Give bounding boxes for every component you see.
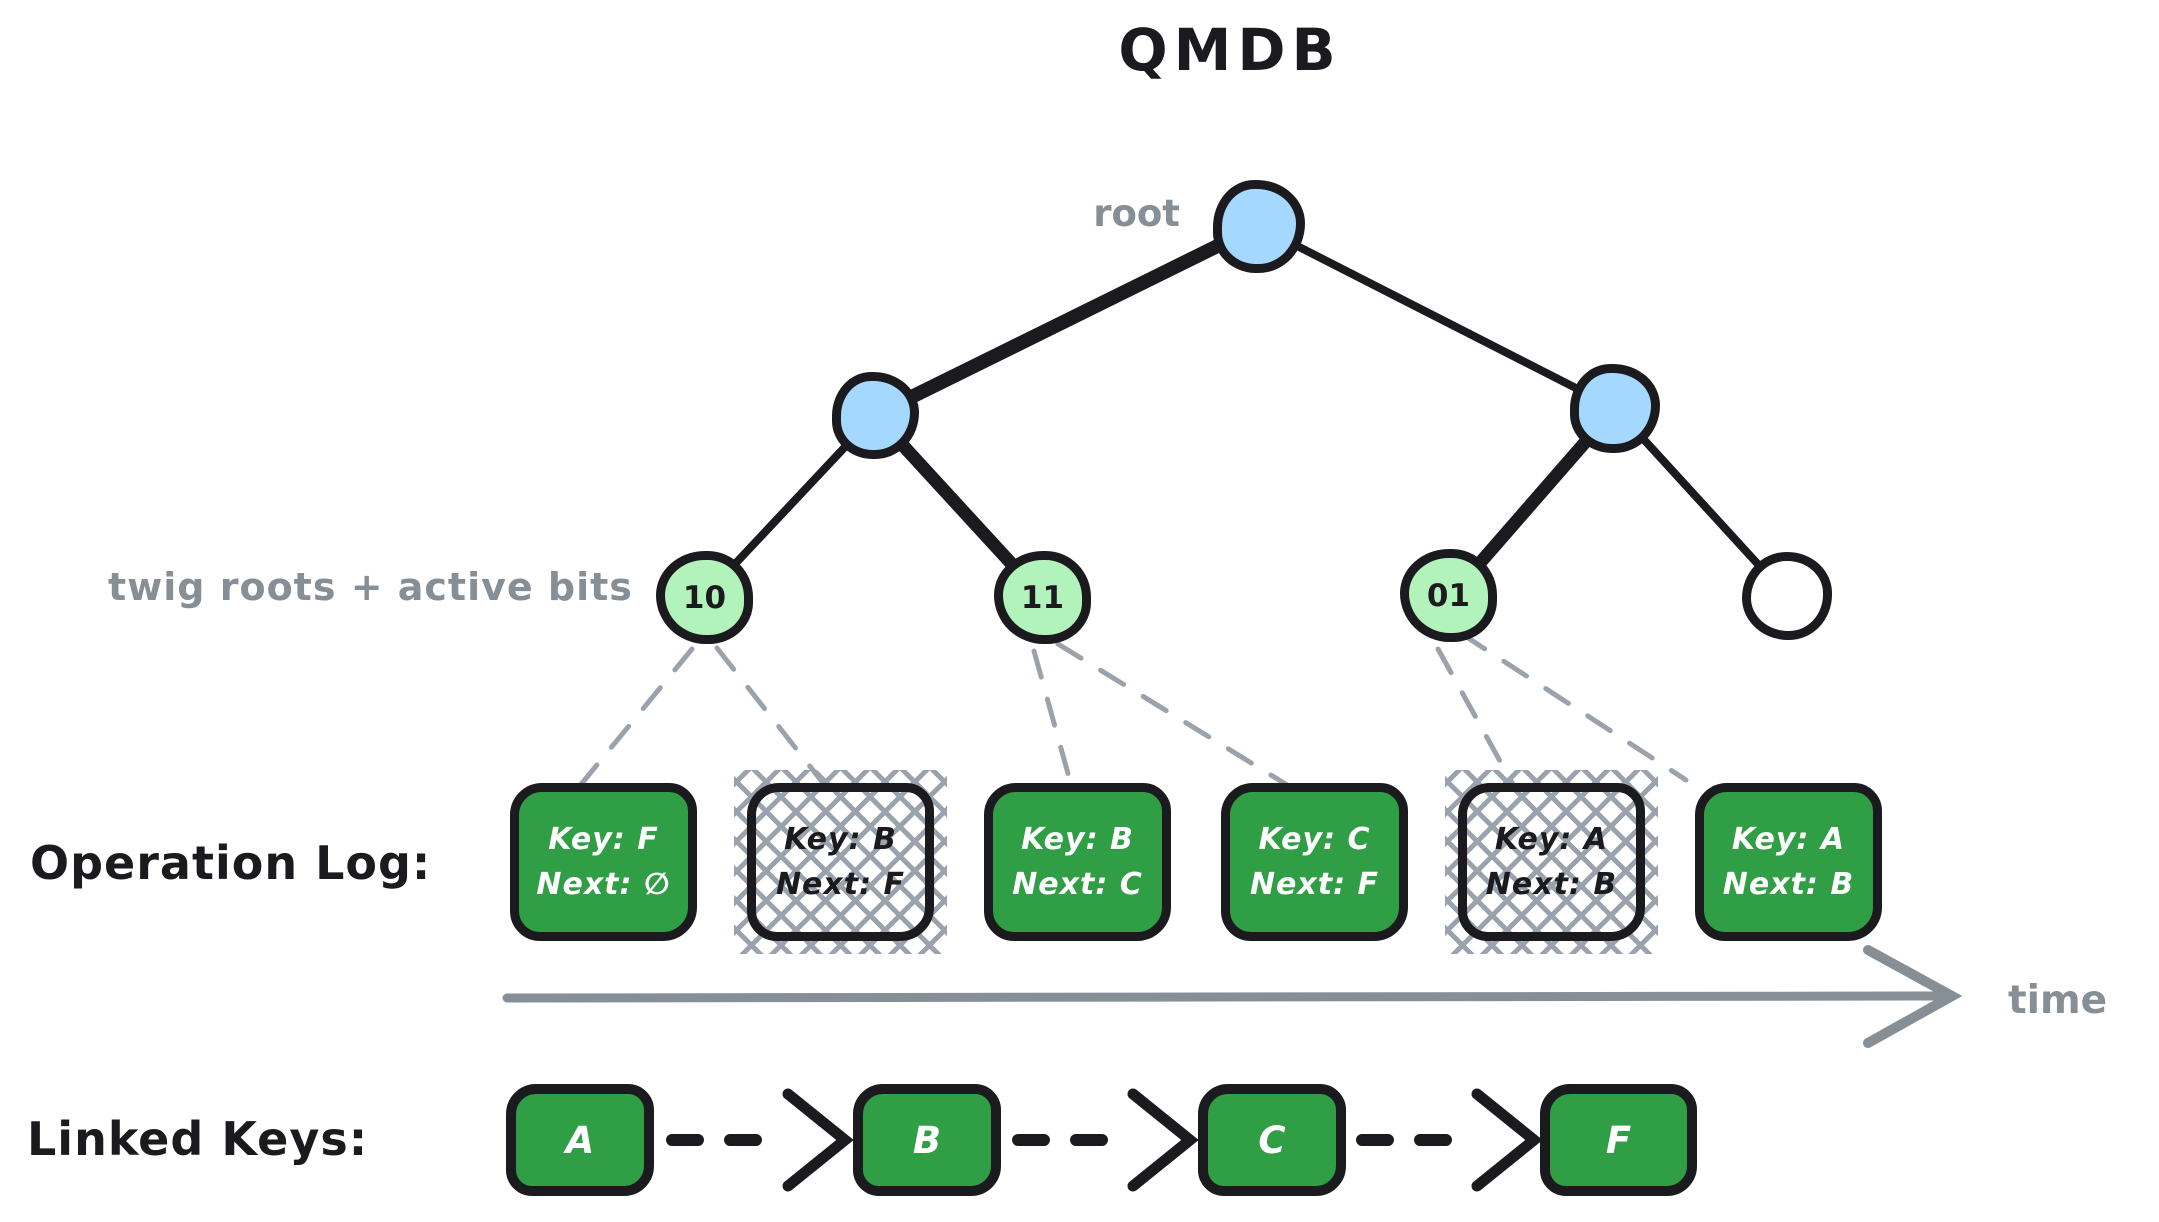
arrow-c-f-head xyxy=(1471,1088,1543,1192)
edge-root-left xyxy=(868,219,1265,422)
op-log-entry-2-key: Key: B xyxy=(784,822,897,857)
op-log-entry-4-key: Key: C xyxy=(1258,822,1371,857)
linked-key-a-label: A xyxy=(565,1118,595,1162)
op-log-entry-6-next: Next: B xyxy=(1722,867,1855,902)
link-01-box5 xyxy=(1435,646,1519,793)
op-log-entry-4-next: Next: F xyxy=(1249,867,1380,902)
root-node-label: root xyxy=(1093,192,1180,235)
linked-key-b: B xyxy=(853,1084,1001,1196)
twig-node-01: 01 xyxy=(1400,549,1497,642)
linked-key-f-label: F xyxy=(1605,1118,1632,1162)
operation-log-label: Operation Log: xyxy=(30,836,432,890)
linked-key-b-label: B xyxy=(912,1118,942,1162)
twig-node-01-label: 01 xyxy=(1426,577,1471,614)
op-log-entry-2-next: Next: F xyxy=(775,867,906,902)
twig-node-10: 10 xyxy=(656,551,753,644)
arrow-a-b-head xyxy=(782,1088,854,1192)
op-log-entry-1-key: Key: F xyxy=(548,822,659,857)
link-10-box1 xyxy=(575,646,695,791)
twig-node-11-label: 11 xyxy=(1020,579,1065,616)
op-log-entry-6-frame xyxy=(1695,783,1882,941)
internal-node-right xyxy=(1570,364,1660,453)
op-log-entry-4-frame xyxy=(1221,783,1408,941)
root-node xyxy=(1213,180,1305,273)
op-log-entry-6-key: Key: A xyxy=(1731,822,1846,857)
op-log-entry-2-frame xyxy=(747,783,934,941)
linked-key-f: F xyxy=(1540,1084,1697,1196)
twig-row-label: twig roots + active bits xyxy=(108,565,633,609)
op-log-entry-5-key: Key: A xyxy=(1494,822,1609,857)
op-log-entry-5-stale: Key: A Next: B xyxy=(1445,770,1658,954)
op-log-entry-1-frame xyxy=(510,783,697,941)
op-log-entry-3-next: Next: C xyxy=(1012,867,1143,902)
op-log-entry-1-next: Next: ∅ xyxy=(536,867,671,902)
time-axis-label: time xyxy=(2008,978,2108,1023)
link-01-box6 xyxy=(1459,631,1689,783)
time-arrow-head xyxy=(1863,945,1963,1048)
time-arrow-shaft xyxy=(502,991,1943,1003)
diagram-title: QMDB xyxy=(1118,16,1342,84)
edge-root-right xyxy=(1254,222,1619,412)
linked-key-arrows xyxy=(666,1088,1543,1192)
op-log-entry-3: Key: B Next: C xyxy=(984,783,1171,941)
op-log-entry-4: Key: C Next: F xyxy=(1221,783,1408,941)
linked-key-a: A xyxy=(506,1084,654,1196)
twig-node-11: 11 xyxy=(994,551,1091,644)
link-11-box3 xyxy=(1031,648,1075,791)
op-log-entry-3-frame xyxy=(984,783,1171,941)
op-log-entry-2-stale: Key: B Next: F xyxy=(734,770,947,954)
op-log-entry-3-key: Key: B xyxy=(1021,822,1134,857)
linked-key-c: C xyxy=(1198,1084,1346,1196)
twig-node-empty xyxy=(1742,552,1832,640)
twig-node-10-label: 10 xyxy=(682,579,727,616)
linked-keys-label: Linked Keys: xyxy=(27,1112,369,1166)
twig-to-log-links xyxy=(575,631,1689,793)
time-arrow xyxy=(502,945,1963,1048)
link-11-box4 xyxy=(1055,641,1295,791)
linked-key-c-label: C xyxy=(1258,1118,1286,1162)
op-log-entry-5-next: Next: B xyxy=(1485,867,1618,902)
op-log-entry-5-frame xyxy=(1458,783,1645,941)
internal-node-left xyxy=(832,372,919,459)
link-10-box2 xyxy=(714,645,830,791)
op-log-entry-6: Key: A Next: B xyxy=(1695,783,1882,941)
arrow-b-c-head xyxy=(1127,1088,1199,1192)
op-log-entry-1: Key: F Next: ∅ xyxy=(510,783,697,941)
